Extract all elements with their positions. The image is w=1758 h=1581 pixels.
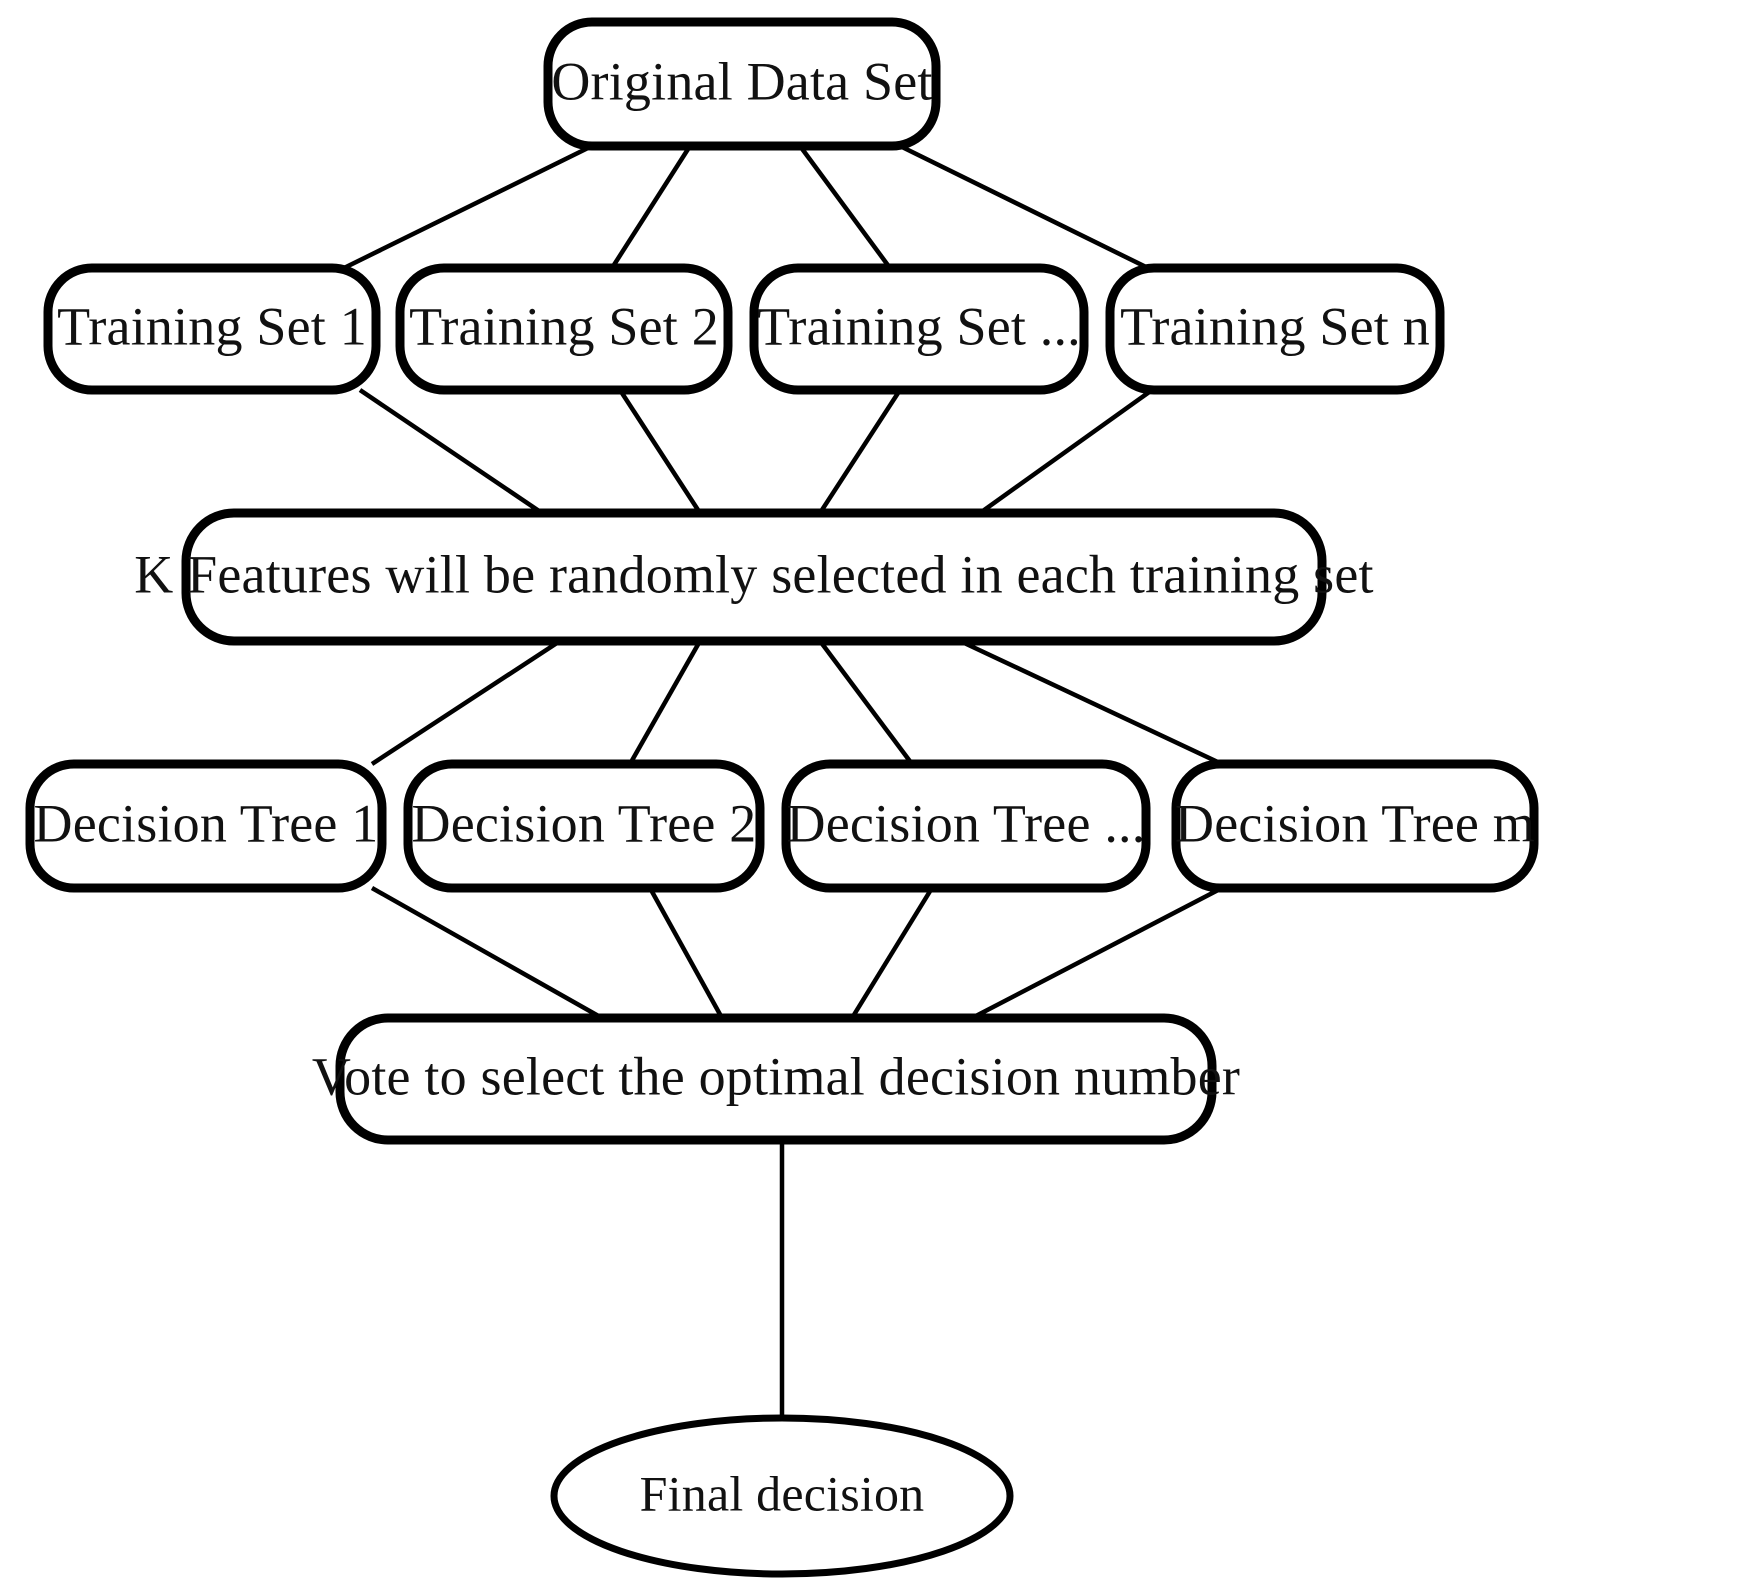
node-decision-tree-1[interactable]: Decision Tree 1 — [25, 759, 387, 893]
node-original-data-set-label: Original Data Set — [551, 51, 932, 111]
edges-layer — [343, 143, 1224, 1418]
node-training-set-3-label: Training Set ... — [757, 296, 1081, 356]
edge-connector — [343, 143, 593, 271]
node-vote-shape — [335, 1013, 1217, 1145]
node-k-features[interactable]: K Features will be randomly selected in … — [134, 508, 1374, 646]
edge-connector — [850, 886, 934, 1020]
edge-connector — [818, 639, 914, 766]
node-final-decision-label: Final decision — [640, 1465, 925, 1521]
node-decision-tree-4[interactable]: Decision Tree m — [1171, 759, 1539, 893]
node-decision-tree-1-shape — [25, 759, 387, 893]
edge-connector — [959, 638, 1223, 767]
node-decision-tree-1-label: Decision Tree 1 — [34, 793, 379, 853]
edge-connector — [358, 388, 544, 515]
node-final-decision-shape — [550, 1414, 1014, 1578]
node-training-set-2-label: Training Set 2 — [409, 296, 719, 356]
edge-connector — [628, 639, 702, 766]
node-training-set-1[interactable]: Training Set 1 — [43, 263, 381, 395]
node-vote-label: Vote to select the optimal decision numb… — [312, 1046, 1240, 1106]
node-training-set-4-label: Training Set n — [1120, 296, 1430, 356]
node-training-set-4-shape — [1105, 263, 1445, 395]
node-k-features-label: K Features will be randomly selected in … — [134, 544, 1374, 604]
edge-connector — [970, 886, 1224, 1020]
node-training-set-1-label: Training Set 1 — [57, 296, 367, 356]
node-decision-tree-3-label: Decision Tree ... — [787, 793, 1146, 853]
node-original-data-set-shape — [543, 17, 941, 151]
node-k-features-shape — [181, 508, 1327, 646]
node-vote[interactable]: Vote to select the optimal decision numb… — [312, 1013, 1240, 1145]
edge-connector — [610, 144, 692, 270]
node-original-data-set[interactable]: Original Data Set — [543, 17, 941, 151]
node-decision-tree-4-label: Decision Tree m — [1175, 793, 1535, 853]
edge-connector — [370, 886, 604, 1020]
node-decision-tree-2-label: Decision Tree 2 — [412, 793, 757, 853]
edge-connector — [648, 886, 724, 1020]
node-training-set-3[interactable]: Training Set ... — [749, 263, 1089, 395]
node-training-set-3-shape — [749, 263, 1089, 395]
edge-connector — [899, 143, 1149, 271]
node-training-set-2[interactable]: Training Set 2 — [395, 263, 733, 395]
edge-connector — [618, 388, 702, 515]
node-training-set-4[interactable]: Training Set n — [1105, 263, 1445, 395]
node-decision-tree-2-shape — [403, 759, 765, 893]
node-final-decision[interactable]: Final decision — [550, 1414, 1014, 1578]
edge-connector — [370, 639, 562, 766]
edge-connector — [798, 144, 892, 270]
edge-connector — [818, 388, 902, 515]
node-decision-tree-4-shape — [1171, 759, 1539, 893]
node-decision-tree-3[interactable]: Decision Tree ... — [781, 759, 1151, 893]
node-decision-tree-2[interactable]: Decision Tree 2 — [403, 759, 765, 893]
node-training-set-1-shape — [43, 263, 381, 395]
edge-connector — [978, 388, 1154, 515]
node-decision-tree-3-shape — [781, 759, 1151, 893]
node-training-set-2-shape — [395, 263, 733, 395]
